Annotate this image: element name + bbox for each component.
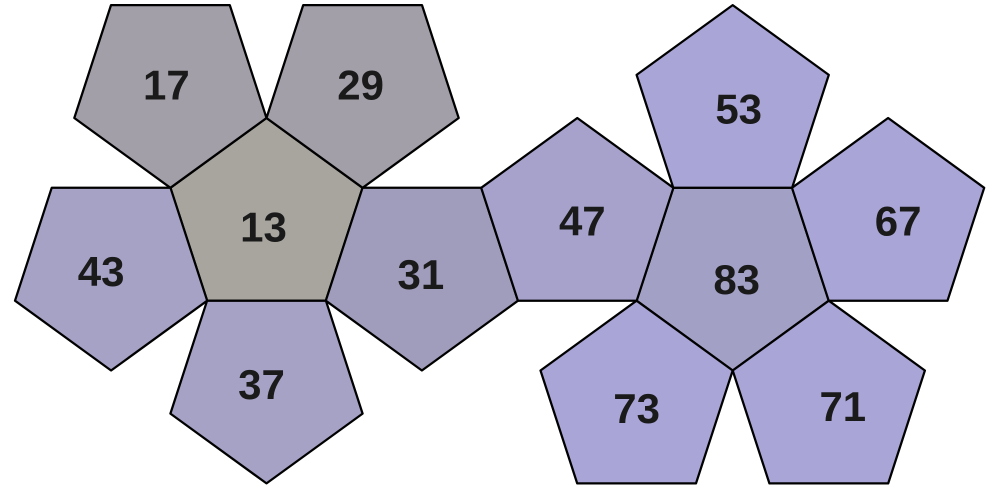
- pentagon-label-83: 83: [713, 256, 760, 303]
- pentagon-label-43: 43: [78, 248, 125, 295]
- pentagon-label-13: 13: [240, 204, 287, 251]
- pentagon-label-17: 17: [143, 61, 190, 108]
- pentagon-label-67: 67: [875, 198, 922, 245]
- pentagon-face-71: [731, 299, 927, 485]
- pentagon-face-43: [13, 186, 209, 372]
- pentagon-label-73: 73: [613, 385, 660, 432]
- pentagon-label-71: 71: [819, 383, 866, 430]
- pentagon-label-53: 53: [715, 86, 762, 133]
- pentagon-face-37: [169, 299, 364, 485]
- pentagon-label-31: 31: [398, 251, 445, 298]
- pentagon-face-67: [790, 116, 986, 302]
- pentagon-face-17: [73, 3, 268, 189]
- pentagon-label-37: 37: [238, 361, 285, 408]
- pentagon-face-47: [480, 116, 675, 302]
- pentagon-face-73: [539, 299, 734, 485]
- pentagon-label-47: 47: [559, 198, 606, 245]
- pentagon-face-53: [635, 3, 830, 189]
- pentagon-face-29: [265, 3, 460, 189]
- pentagon-label-29: 29: [337, 61, 384, 108]
